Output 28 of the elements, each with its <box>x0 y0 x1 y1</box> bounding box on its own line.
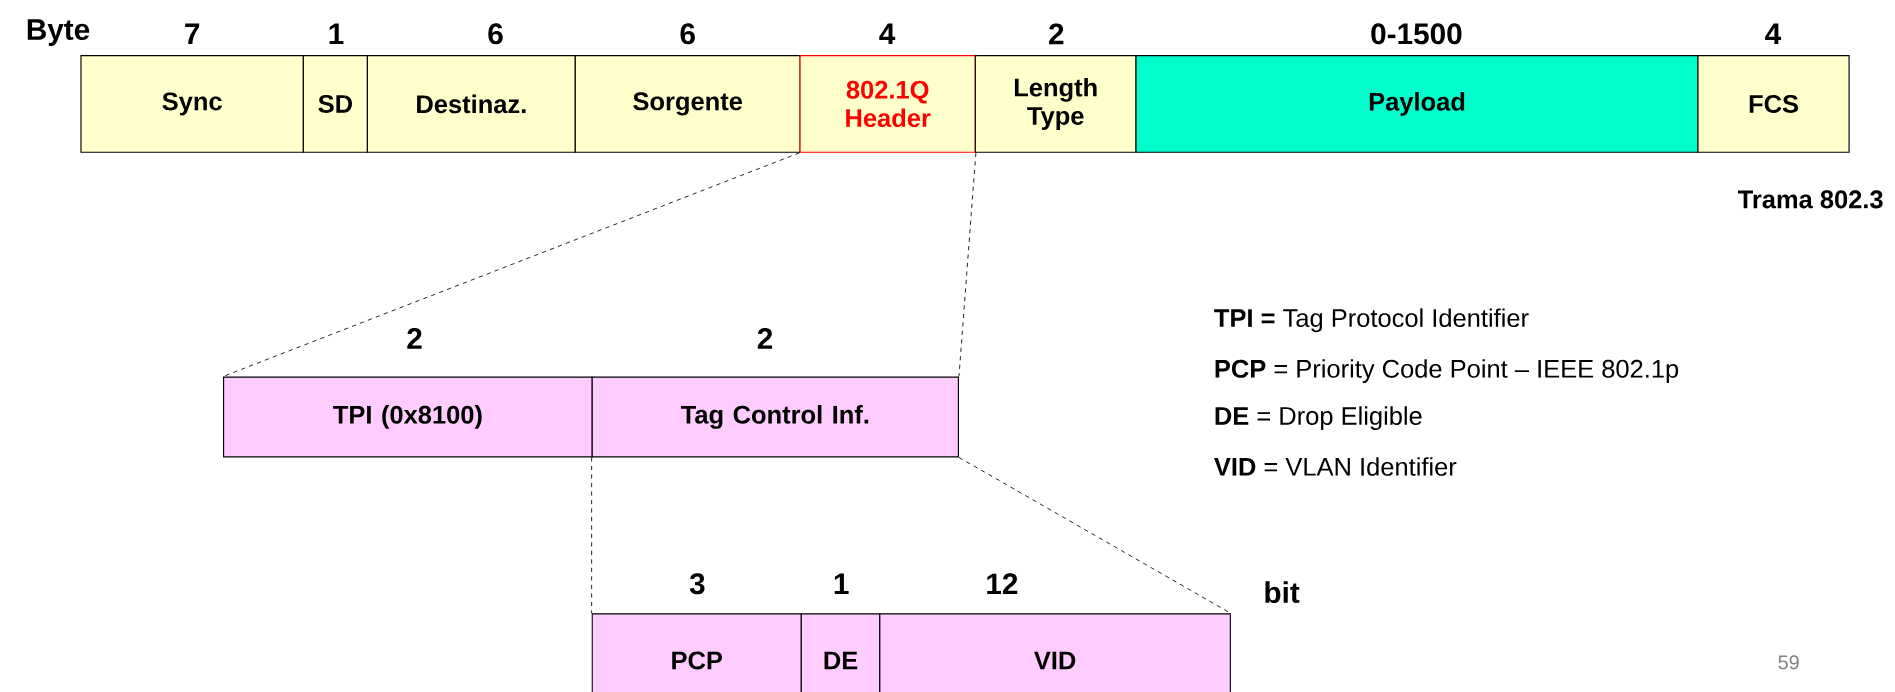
field-box: DE <box>800 613 881 692</box>
field-box: SD <box>302 54 368 153</box>
frame-caption: Trama 802.3 <box>1738 190 1883 209</box>
leader-line <box>222 152 800 377</box>
size-label: 1 <box>834 573 849 594</box>
size-label: 1 <box>329 23 344 44</box>
legend-text: PCP = Priority Code Point – IEEE 802.1p <box>1215 358 1679 383</box>
field-box: Tag Control Inf. <box>591 376 959 458</box>
leader-line <box>958 456 1232 614</box>
size-label: 4 <box>879 23 896 44</box>
legend-text: VID = VLAN Identifier <box>1214 456 1457 476</box>
page-number: 59 <box>1778 655 1799 670</box>
legend-text: TPI = Tag Protocol Identifier <box>1214 308 1529 332</box>
size-label: 6 <box>488 23 503 45</box>
size-label: 2 <box>1049 23 1064 44</box>
leader-line <box>958 152 977 377</box>
unit-label: Byte <box>27 19 90 46</box>
size-label: 2 <box>407 327 422 349</box>
field-box: TPI (0x8100) <box>223 376 593 458</box>
field-box: Sorgente <box>574 54 801 153</box>
size-label: 2 <box>757 327 773 349</box>
field-box: Length Type <box>974 54 1137 153</box>
legend-text: DE = Drop Eligible <box>1215 406 1422 430</box>
field-box: Payload <box>1135 54 1699 153</box>
size-label: 4 <box>1765 23 1782 44</box>
field-box: 802.1Q Header <box>799 54 976 153</box>
unit-label: bit <box>1265 581 1300 603</box>
field-box: FCS <box>1697 54 1850 153</box>
